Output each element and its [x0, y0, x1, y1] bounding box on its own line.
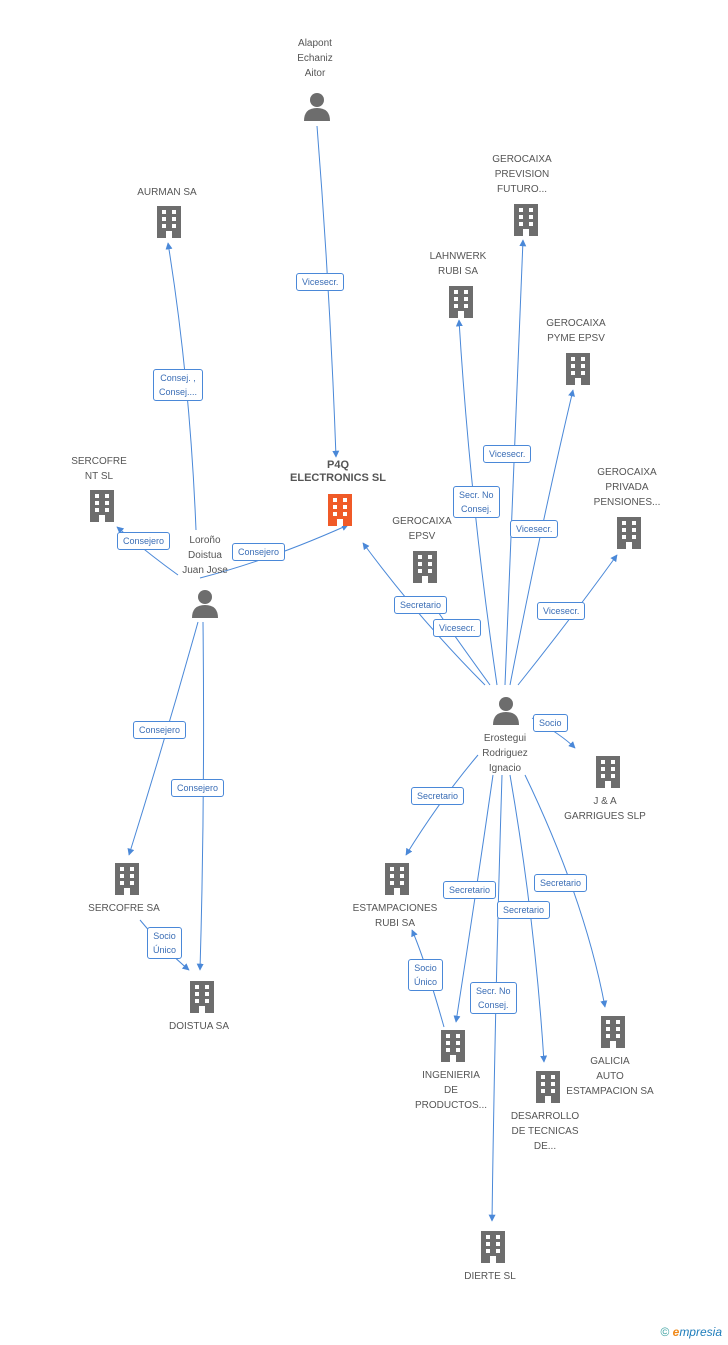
- company-label-jya: J & A GARRIGUES SLP: [564, 796, 646, 822]
- edge-label[interactable]: Vicesecr.: [510, 520, 559, 538]
- company-label-desarrollo: DESARROLLO DE TECNICAS DE...: [510, 1111, 580, 1152]
- building-icon[interactable]: [532, 1069, 564, 1105]
- edge-lorono-doistua: [196, 621, 205, 971]
- edge-label[interactable]: Socio Único: [147, 927, 183, 959]
- edge-label[interactable]: Vicesecr.: [433, 619, 482, 637]
- building-icon[interactable]: [437, 1028, 469, 1064]
- empresia-logo: empresia: [672, 1325, 722, 1339]
- copyright-symbol: ©: [660, 1325, 670, 1339]
- edge-label[interactable]: Secr. No Consej.: [470, 982, 517, 1014]
- edge-label[interactable]: Secretario: [443, 881, 497, 899]
- person-icon[interactable]: [492, 696, 520, 726]
- company-label-galicia: GALICIA AUTO ESTAMPACION SA: [566, 1056, 654, 1097]
- building-icon[interactable]: [510, 202, 542, 238]
- company-label-sercofrent: SERCOFRE NT SL: [71, 456, 127, 482]
- edge-label[interactable]: Secretario: [394, 596, 448, 614]
- company-label-gerocaixa-privada: GEROCAIXA PRIVADA PENSIONES...: [593, 467, 661, 508]
- edge-erostegui-p4q: [362, 542, 486, 686]
- edge-erostegui-privada: [517, 554, 618, 686]
- company-label-sercofresa: SERCOFRE SA: [88, 903, 160, 914]
- building-icon[interactable]: [477, 1229, 509, 1265]
- edge-label[interactable]: Vicesecr.: [483, 445, 532, 463]
- company-label-lahnwerk: LAHNWERK RUBI SA: [429, 251, 487, 277]
- edge-label[interactable]: Socio Único: [408, 959, 444, 991]
- company-label-estampaciones: ESTAMPACIONES RUBI SA: [352, 903, 438, 929]
- edge-label[interactable]: Vicesecr.: [296, 273, 345, 291]
- edge-label[interactable]: Consej. , Consej....: [153, 369, 204, 401]
- edge-label[interactable]: Secretario: [497, 901, 551, 919]
- person-icon[interactable]: [303, 92, 331, 122]
- edge-label[interactable]: Consejero: [133, 721, 187, 739]
- edge-label[interactable]: Vicesecr.: [537, 602, 586, 620]
- person-label-erostegui: Erostegui Rodriguez Ignacio: [482, 733, 528, 774]
- edge-erostegui-desarrollo: [509, 774, 548, 1063]
- building-icon[interactable]: [111, 861, 143, 897]
- edge-label[interactable]: Consejero: [232, 543, 286, 561]
- company-label-gerocaixa-epsv: GEROCAIXA EPSV: [392, 516, 452, 542]
- building-icon[interactable]: [445, 284, 477, 320]
- person-label-lorono: Loroño Doistua Juan Jose: [182, 535, 228, 576]
- edge-label[interactable]: Secretario: [411, 787, 465, 805]
- edge-label[interactable]: Consejero: [117, 532, 171, 550]
- footer-brand[interactable]: © empresia: [660, 1325, 722, 1339]
- edge-erostegui-ingenieria: [453, 774, 494, 1023]
- company-label-ingenieria: INGENIERIA DE PRODUCTOS...: [414, 1070, 488, 1111]
- company-label-gerocaixa-futuro: GEROCAIXA PREVISION FUTURO...: [492, 154, 552, 195]
- edge-erostegui-galicia: [524, 774, 608, 1008]
- building-icon[interactable]: [613, 515, 645, 551]
- company-label-doistua: DOISTUA SA: [168, 1021, 229, 1032]
- person-icon[interactable]: [191, 589, 219, 619]
- edge-alapont-p4q: [316, 125, 340, 458]
- edge-label[interactable]: Socio: [533, 714, 568, 732]
- person-label-alapont: Alapont Echaniz Aitor: [297, 38, 333, 79]
- building-icon-highlighted[interactable]: [324, 492, 356, 528]
- building-icon[interactable]: [409, 549, 441, 585]
- edge-lorono-sercofresa: [127, 621, 199, 856]
- edge-label[interactable]: Secretario: [534, 874, 588, 892]
- building-icon[interactable]: [562, 351, 594, 387]
- building-icon[interactable]: [86, 488, 118, 524]
- company-label-aurman: AURMAN SA: [137, 187, 197, 198]
- company-label-gerocaixa-pyme: GEROCAIXA PYME EPSV: [546, 318, 606, 344]
- building-icon[interactable]: [592, 754, 624, 790]
- edge-label[interactable]: Secr. No Consej.: [453, 486, 500, 518]
- building-icon[interactable]: [186, 979, 218, 1015]
- edge-label[interactable]: Consejero: [171, 779, 225, 797]
- building-icon[interactable]: [597, 1014, 629, 1050]
- company-label-p4q: P4Q ELECTRONICS SL: [290, 459, 386, 484]
- company-label-dierte: DIERTE SL: [464, 1271, 516, 1282]
- building-icon[interactable]: [381, 861, 413, 897]
- building-icon[interactable]: [153, 204, 185, 240]
